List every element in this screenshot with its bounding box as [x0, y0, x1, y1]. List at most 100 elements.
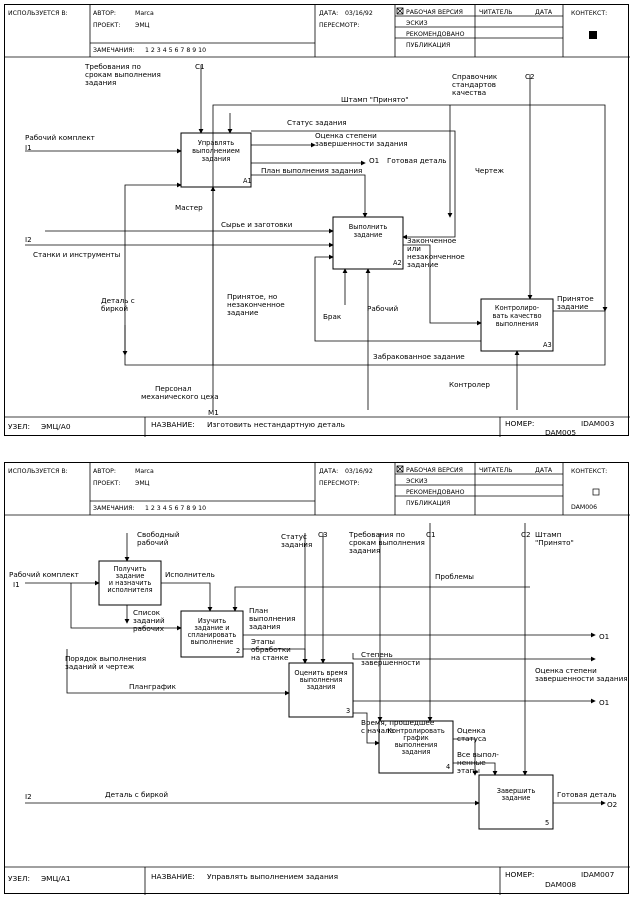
label-tools: Станки и инструменты — [33, 250, 121, 259]
reader-label-2: ЧИТАТЕЛЬ — [479, 467, 512, 474]
label-c1: C1 — [195, 62, 205, 71]
arrow-problems — [232, 586, 530, 612]
idef0-sheet-a1: ИСПОЛЬЗУЕТСЯ В: АВТОР: Marca ПРОЕКТ: ЭМЦ… — [4, 462, 630, 895]
context-label-2: КОНТЕКСТ: — [571, 468, 607, 475]
notes-numbers-2: 1 2 3 4 5 6 7 8 9 10 — [145, 505, 206, 512]
project-label-2: ПРОЕКТ: — [93, 480, 120, 487]
footer-number: IDAM003 — [581, 419, 615, 428]
label-c3: C3 — [318, 530, 328, 539]
revision-label: ПЕРЕСМОТР: — [319, 22, 359, 29]
label-drawing: Чертеж — [475, 166, 505, 175]
label-problems: Проблемы — [435, 572, 474, 581]
label-stamp-2: Штамп"Принято" — [535, 530, 574, 547]
revision-label-2: ПЕРЕСМОТР: — [319, 480, 359, 487]
label-work-complex-2: Рабочий комплект — [9, 570, 79, 579]
reader-label: ЧИТАТЕЛЬ — [479, 9, 512, 16]
label-i2: I2 — [25, 235, 32, 244]
status-working: РАБОЧАЯ ВЕРСИЯ — [406, 9, 463, 16]
notes-label: ЗАМЕЧАНИЯ: — [93, 47, 135, 54]
footer-frame-2 — [5, 866, 630, 895]
status-publication: ПУБЛИКАЦИЯ — [406, 42, 450, 49]
box-a2-number: A2 — [393, 259, 402, 267]
box-a3-number: A3 — [543, 341, 552, 349]
date-label-2: ДАТА: — [319, 468, 338, 475]
status-working-2: РАБОЧАЯ ВЕРСИЯ — [406, 467, 463, 474]
context-marker — [589, 31, 597, 39]
arrow-timetable — [66, 649, 290, 696]
arrow-rejected — [314, 254, 481, 342]
label-c2: C2 — [525, 72, 535, 81]
context-marker-2 — [592, 488, 600, 496]
project-value: ЭМЦ — [135, 22, 150, 29]
arrow-accepted-task — [124, 182, 606, 366]
arrow-task-status — [251, 130, 456, 240]
label-i1: I1 — [25, 143, 32, 152]
arrow-completion — [352, 653, 596, 662]
project-value-2: ЭМЦ — [135, 480, 150, 487]
label-master: Мастер — [175, 203, 203, 212]
used-at-label: ИСПОЛЬЗУЕТСЯ В: — [8, 10, 68, 17]
activity-box-3[interactable] — [288, 662, 354, 718]
footer-name-2: Управлять выполнением задания — [207, 872, 338, 881]
footer-number-label: НОМЕР: — [505, 419, 534, 428]
author-label: АВТОР: — [93, 10, 116, 17]
label-work-complex: Рабочий комплект — [25, 133, 95, 142]
date-value-2: 03/16/92 — [345, 468, 373, 475]
diagram-a0-canvas: ИСПОЛЬЗУЕТСЯ В: АВТОР: Marca ПРОЕКТ: ЭМЦ… — [5, 5, 630, 437]
arrow-stamp — [212, 104, 608, 365]
idef0-sheet-a0: ИСПОЛЬЗУЕТСЯ В: АВТОР: Marca ПРОЕКТ: ЭМЦ… — [4, 4, 630, 437]
activity-box-a1[interactable] — [180, 132, 252, 188]
label-o1-a: O1 — [599, 632, 609, 641]
footer-node-label: УЗЕЛ: — [8, 422, 30, 431]
label-m1: M1 — [208, 408, 219, 417]
author-value-2: Marca — [135, 468, 154, 475]
label-i2-2: I2 — [25, 792, 32, 801]
activity-box-5[interactable] — [478, 774, 554, 830]
arrow-time-pass — [353, 712, 380, 746]
footer-name-label: НАЗВАНИЕ: — [151, 420, 195, 429]
activity-box-2[interactable] — [180, 610, 244, 658]
project-label: ПРОЕКТ: — [93, 22, 120, 29]
activity-box-4[interactable] — [378, 720, 454, 774]
label-finished-part-2: Готовая деталь — [557, 790, 616, 799]
footer-frame — [5, 416, 630, 437]
label-rejected: Забракованное задание — [373, 352, 465, 361]
used-at-label-2: ИСПОЛЬЗУЕТСЯ В: — [8, 468, 68, 475]
label-executor: Исполнитель — [165, 570, 215, 579]
notes-label-2: ЗАМЕЧАНИЯ: — [93, 505, 135, 512]
arrow-executor — [161, 582, 213, 612]
footer-number-2-main: IDAM007 — [581, 870, 615, 879]
box-a1-number: A1 — [243, 177, 252, 185]
box-5-number: 5 — [545, 819, 549, 827]
footer-node-label-2: УЗЕЛ: — [8, 874, 30, 883]
arrow-completed-or — [403, 244, 482, 326]
status-recommended-2: РЕКОМЕНДОВАНО — [406, 489, 465, 496]
footer-name: Изготовить нестандартную деталь — [207, 420, 345, 429]
label-c2-2: C2 — [521, 530, 531, 539]
label-work-plan: План выполнения задания — [261, 166, 362, 175]
footer-number-2: DAM005 — [545, 428, 576, 437]
footer-node: ЭМЦ/A0 — [41, 422, 71, 431]
reader-date-label: ДАТА — [535, 9, 553, 16]
footer-number-label-2: НОМЕР: — [505, 870, 534, 879]
label-controller: Контролер — [449, 380, 490, 389]
label-finished-part: Готовая деталь — [387, 156, 446, 165]
label-tagged-part-2: Деталь с биркой — [105, 790, 168, 799]
author-value: Marca — [135, 10, 154, 17]
